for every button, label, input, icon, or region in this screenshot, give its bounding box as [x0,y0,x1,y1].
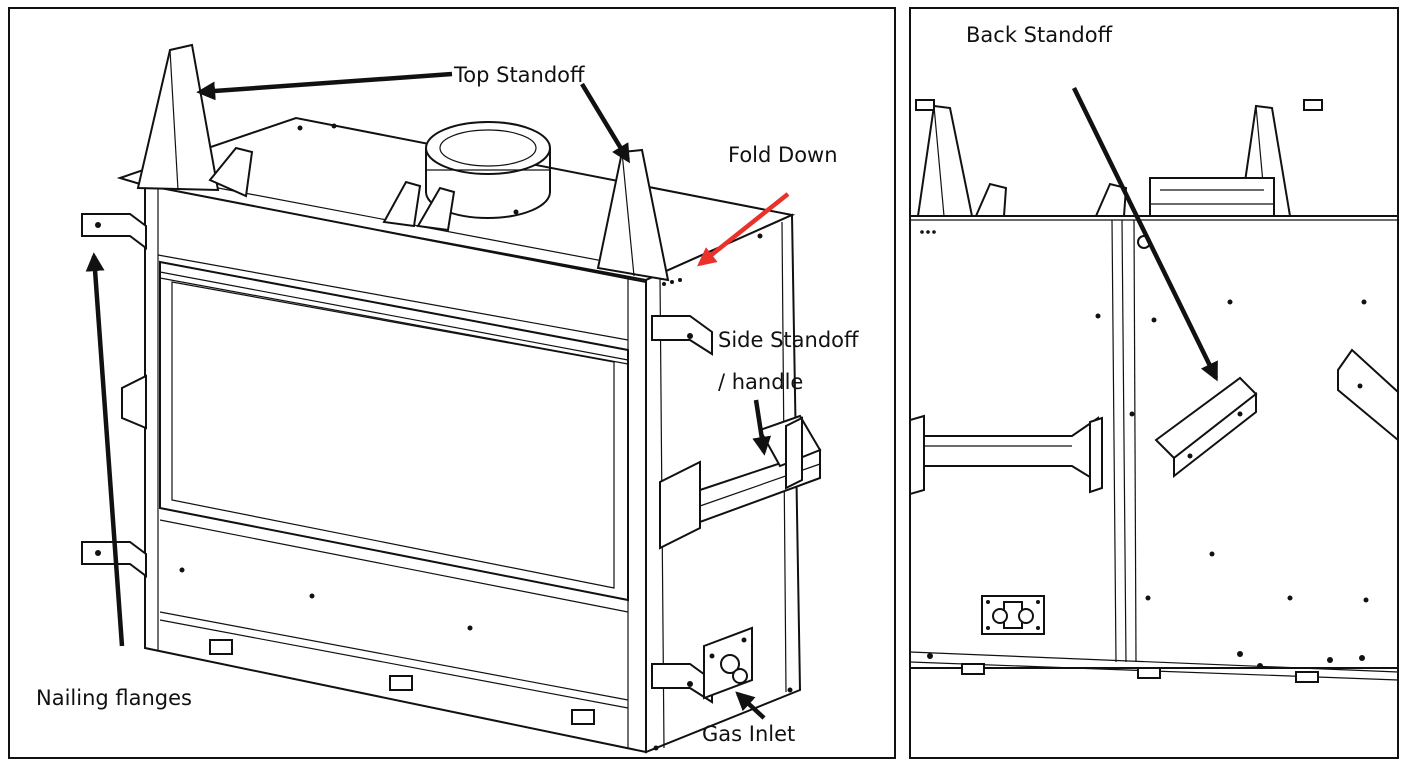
arrow-top-standoff-right [580,82,630,164]
nailing-flange-middle [121,374,147,430]
right-panel: Back Standoff [909,7,1399,759]
nailing-flange-upper [81,213,147,250]
fireplace-front-view [81,43,822,754]
back-gas-inlet-plate [981,595,1045,635]
back-vent [1149,177,1275,217]
label-fold-down: Fold Down [728,143,838,167]
back-standoff-left [1154,376,1258,479]
left-panel: Top Standoff Fold Down Side Standoff / h… [8,7,896,759]
gas-inlet-plate [703,626,753,700]
left-panel-frame [8,7,896,759]
top-standoff-left [136,43,254,198]
back-standoff-right [1337,348,1398,442]
glass-door [159,260,629,602]
back-top-standoff-left [915,99,974,217]
label-side-standoff: Side Standoff [718,328,859,352]
arrow-nailing-flanges [85,252,125,647]
fireplace-back-view [910,99,1398,683]
label-back-standoff: Back Standoff [966,23,1113,47]
label-nailing-flanges: Nailing flanges [36,686,192,710]
back-side-standoff [910,416,1103,494]
top-standoff-right [596,148,670,282]
arrow-side-standoff [752,399,772,456]
label-handle: / handle [718,370,803,394]
arrow-gas-inlet [735,691,766,720]
arrow-back-standoff [1071,87,1219,382]
arrow-fold-down [697,192,790,267]
label-top-standoff: Top Standoff [453,63,585,87]
vent-collar [425,121,551,219]
side-flange-upper [651,315,713,356]
side-standoff-handle [659,414,822,550]
top-bracket [382,180,422,228]
arrow-top-standoff-left [196,71,453,101]
side-flange-lower [651,663,713,704]
label-gas-inlet: Gas Inlet [702,722,795,746]
